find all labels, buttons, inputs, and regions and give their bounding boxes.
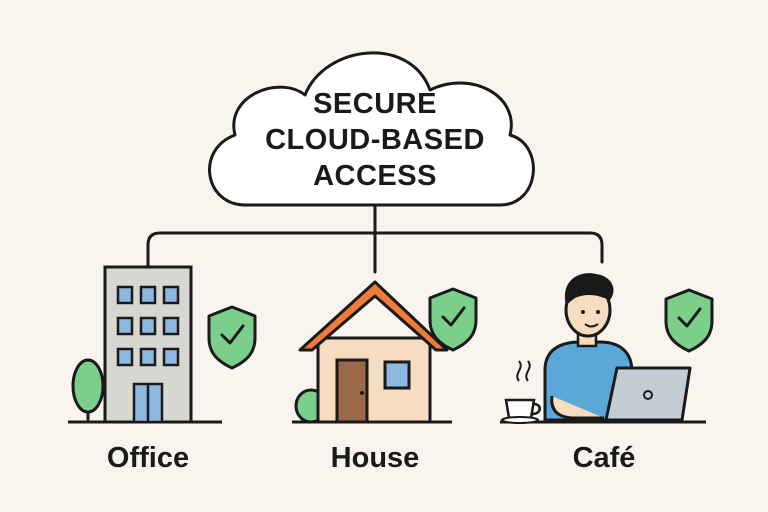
- branch-line-office: [146, 231, 377, 268]
- cloud-title: SECURE CLOUD-BASED ACCESS: [230, 86, 520, 194]
- shield-check-icon-house: [428, 287, 478, 352]
- cloud-title-line-3: ACCESS: [313, 160, 437, 192]
- person-laptop-icon: [500, 273, 706, 424]
- cloud-title-line-1: SECURE: [313, 88, 437, 120]
- branch-line-cafe: [373, 231, 604, 264]
- office-building-icon: [68, 265, 222, 424]
- shield-check-icon-office: [207, 305, 257, 370]
- location-label-house: House: [330, 442, 420, 474]
- shield-check-icon-cafe: [664, 288, 714, 353]
- connector-lines: [146, 203, 604, 274]
- location-label-cafe: Café: [572, 442, 636, 474]
- coffee-cup-icon: [501, 360, 541, 424]
- cloud-icon: [208, 51, 535, 207]
- house-icon: [292, 280, 452, 424]
- location-label-office: Office: [106, 442, 190, 474]
- cloud-title-line-2: CLOUD-BASED: [265, 124, 485, 156]
